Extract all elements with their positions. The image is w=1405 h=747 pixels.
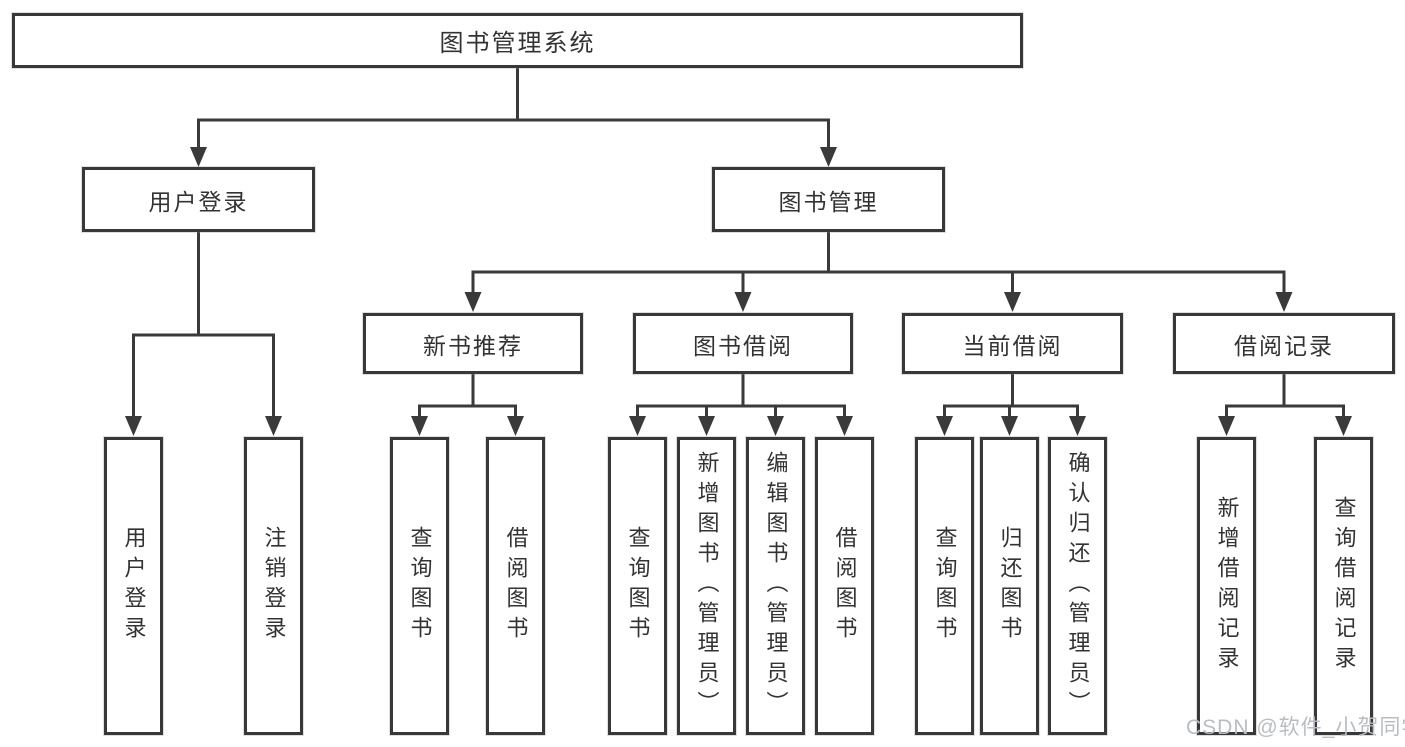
- leaf-user-login: 用户登录: [104, 437, 163, 735]
- node-library-management-system: 图书管理系统: [12, 13, 1023, 68]
- node-label: 当前借阅: [962, 332, 1063, 359]
- leaf-query-borrow-record: 查询借阅记录: [1314, 437, 1373, 735]
- node-label: 用户登录: [148, 188, 249, 215]
- node-label: 查询借阅记录: [1331, 496, 1357, 676]
- node-label: 图书借阅: [693, 332, 793, 359]
- node-label: 图书管理: [778, 188, 879, 215]
- leaf-borrow-books-recommend: 借阅图书: [486, 437, 545, 735]
- leaf-logout: 注销登录: [244, 437, 303, 735]
- node-new-book-recommendation: 新书推荐: [363, 313, 583, 374]
- node-book-borrowing: 图书借阅: [633, 313, 853, 374]
- node-book-management: 图书管理: [712, 167, 945, 232]
- csdn-watermark: CSDN @软件_小贺同学: [1186, 716, 1405, 739]
- leaf-confirm-return-admin: 确认归还（管理员）: [1048, 437, 1107, 735]
- node-label: 借阅图书: [832, 526, 858, 646]
- leaf-edit-book-admin: 编辑图书（管理员）: [746, 437, 805, 735]
- node-label: 编辑图书（管理员）: [763, 451, 789, 721]
- node-label: 查询图书: [625, 526, 651, 646]
- leaf-query-books-borrow: 查询图书: [608, 437, 667, 735]
- node-label: 借阅图书: [503, 526, 529, 646]
- node-label: 新增借阅记录: [1214, 496, 1240, 676]
- node-label: 注销登录: [261, 526, 287, 646]
- leaf-add-book-admin: 新增图书（管理员）: [677, 437, 736, 735]
- node-label: 查询图书: [932, 526, 958, 646]
- leaf-query-books-recommend: 查询图书: [390, 437, 449, 735]
- leaf-return-books: 归还图书: [980, 437, 1039, 735]
- node-label: 归还图书: [997, 526, 1023, 646]
- leaf-add-borrow-record: 新增借阅记录: [1197, 437, 1256, 735]
- leaf-query-books-current: 查询图书: [915, 437, 974, 735]
- node-current-borrowing: 当前借阅: [902, 313, 1123, 374]
- node-label: 查询图书: [407, 526, 433, 646]
- node-label: 新增图书（管理员）: [694, 451, 720, 721]
- node-user-login: 用户登录: [82, 167, 315, 232]
- leaf-borrow-books: 借阅图书: [815, 437, 874, 735]
- node-label: 新书推荐: [423, 332, 523, 359]
- node-label: 用户登录: [121, 526, 147, 646]
- node-label: 确认归还（管理员）: [1065, 451, 1091, 721]
- node-label: 借阅记录: [1234, 332, 1334, 359]
- node-borrowing-records: 借阅记录: [1173, 313, 1395, 374]
- node-label: 图书管理系统: [439, 30, 596, 57]
